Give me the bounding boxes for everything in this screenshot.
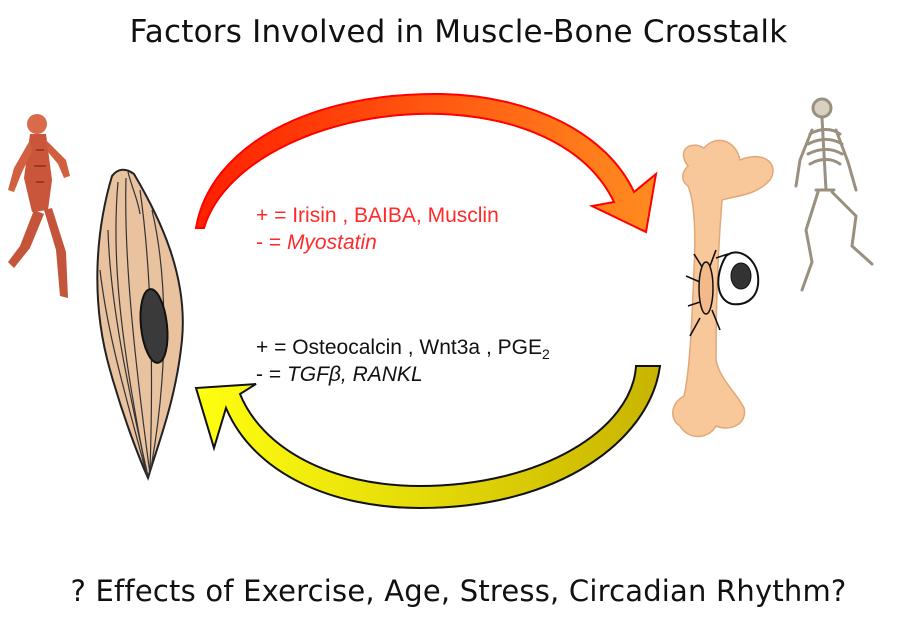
bone-negative-factors-line: - = TGFβ, RANKL: [256, 363, 423, 387]
diagram-footer-question: ? Effects of Exercise, Age, Stress, Circ…: [0, 574, 917, 608]
bone-positive-factors-line: + = Osteocalcin , Wnt3a , PGE2: [256, 336, 550, 362]
muscle-icon: [97, 170, 182, 478]
muscle-positive-factors: Irisin , BAIBA, Musclin: [292, 204, 499, 227]
bone-positive-subscript: 2: [542, 346, 550, 362]
muscle-positive-factors-line: + = Irisin , BAIBA, Musclin: [256, 204, 499, 228]
muscle-negative-prefix: - =: [256, 231, 287, 254]
bone-positive-factors: Osteocalcin , Wnt3a , PGE: [292, 336, 542, 359]
skeleton-figure-icon: [796, 99, 872, 290]
runner-figure-icon: [8, 114, 70, 298]
muscle-positive-prefix: + =: [256, 204, 292, 227]
muscle-negative-factors: Myostatin: [287, 231, 377, 254]
bone-negative-prefix: - =: [256, 363, 287, 386]
bone-positive-prefix: + =: [256, 336, 292, 359]
muscle-negative-factors-line: - = Myostatin: [256, 231, 377, 255]
bone-to-muscle-arrow: [196, 366, 660, 508]
bone-negative-factors: TGFβ, RANKL: [287, 363, 423, 386]
